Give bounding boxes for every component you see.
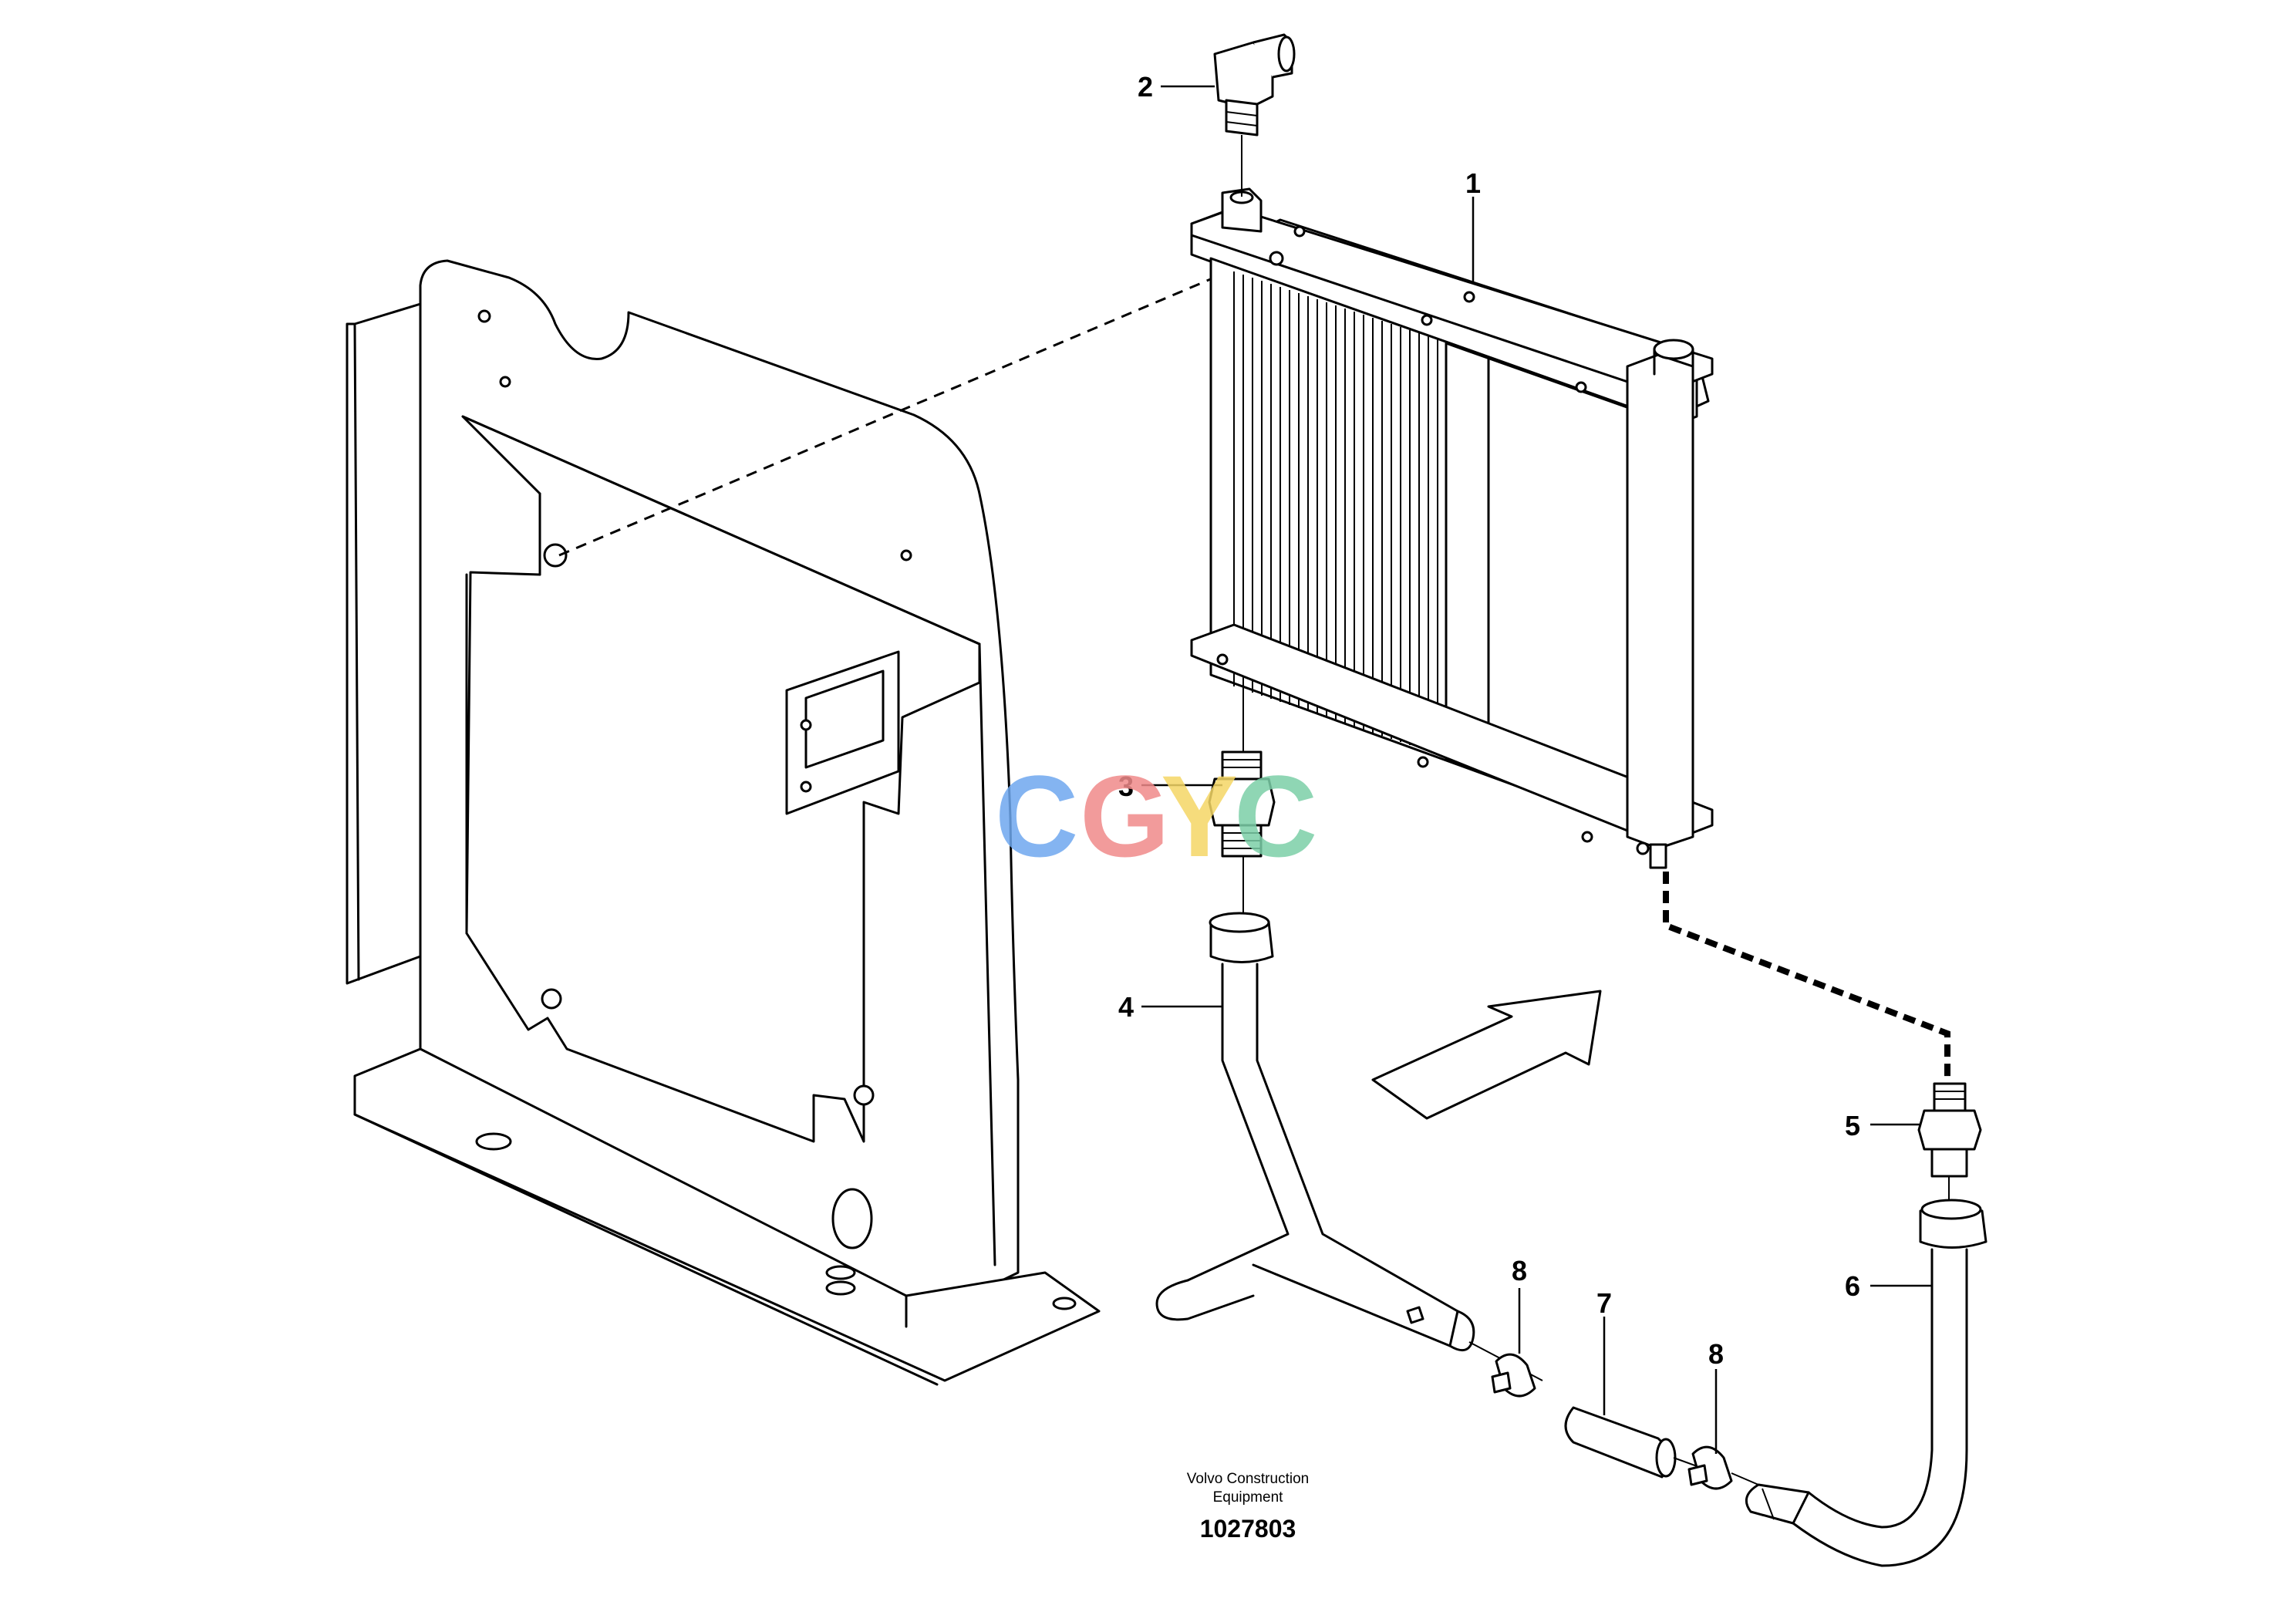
cooler-fins — [1233, 271, 1438, 754]
callout-5: 5 — [1845, 1110, 1860, 1141]
callout-leaders — [1141, 85, 1932, 1454]
hose-clamp-left — [1491, 1353, 1536, 1398]
diagram-number: 1027803 — [1200, 1515, 1296, 1543]
callout-2: 2 — [1138, 71, 1153, 103]
watermark-logo: C G Y C — [995, 751, 1317, 881]
callout-1: 1 — [1465, 167, 1481, 199]
adapter-right — [1917, 1082, 1982, 1207]
callout-4: 4 — [1118, 991, 1134, 1023]
adapter-fitting — [1208, 683, 1276, 914]
callout-7: 7 — [1596, 1287, 1612, 1319]
callout-6: 6 — [1845, 1270, 1860, 1302]
watermark-letter-4: C — [1234, 751, 1317, 881]
footer-company-line1: Volvo Construction — [1187, 1471, 1309, 1487]
callout-3: 3 — [1118, 771, 1134, 802]
oil-cooler — [1190, 187, 1714, 869]
mounting-bracket — [346, 259, 1101, 1386]
pipe-left — [1155, 912, 1475, 1352]
footer-company-line2: Equipment — [1213, 1489, 1284, 1506]
airflow-arrow — [1371, 990, 1602, 1120]
hose-clamp-right — [1687, 1445, 1759, 1490]
watermark-letter-1: C — [995, 751, 1078, 881]
watermark-letter-3: Y — [1161, 751, 1238, 881]
callout-8-right: 8 — [1708, 1338, 1724, 1370]
watermark-letter-2: G — [1080, 751, 1170, 881]
callout-8-left: 8 — [1512, 1255, 1527, 1286]
elbow-fitting — [1213, 33, 1296, 197]
pipe-right — [1745, 1199, 1988, 1567]
hose-route-dashed — [1663, 872, 1950, 1084]
